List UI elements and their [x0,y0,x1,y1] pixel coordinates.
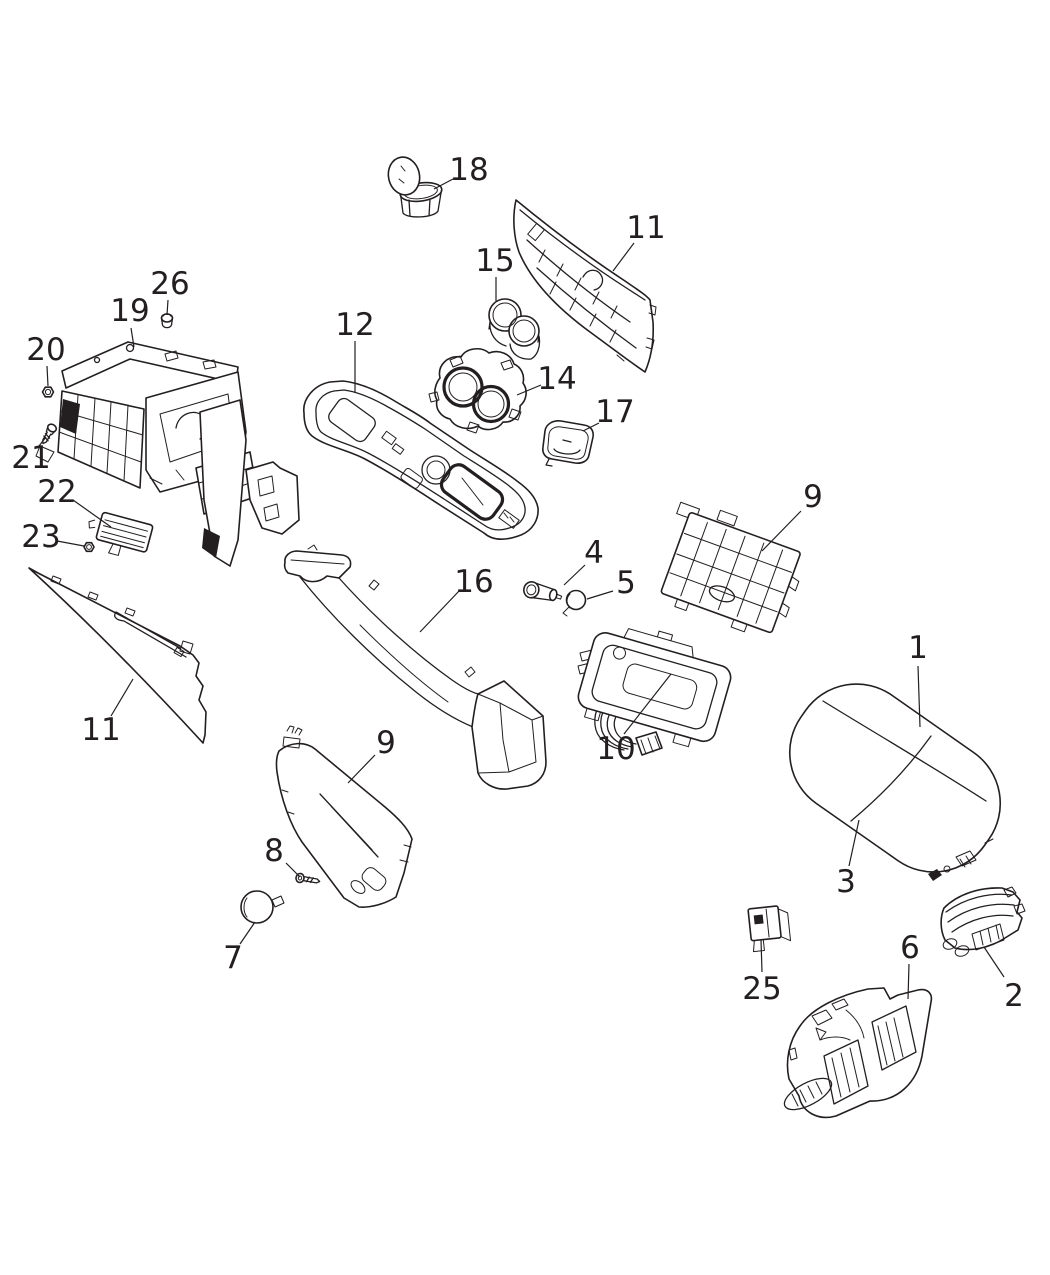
part-outlet-cap [562,589,587,617]
callout-leader-26 [166,299,169,316]
callout-leader-19 [130,327,135,348]
callout-leader-4 [563,564,586,586]
callout-leader-16 [419,589,461,633]
callout-11: 11 [81,712,120,748]
part-screw-8 [295,872,321,884]
callout-16: 16 [454,564,493,600]
callout-leader-7 [239,921,256,945]
callout-7: 7 [223,940,243,976]
callout-9: 9 [376,725,396,761]
callout-leader-6 [907,963,910,1000]
callout-20: 20 [26,332,65,368]
callout-18: 18 [449,152,488,188]
part-storage-bin [577,628,732,756]
callout-leader-9 [761,510,802,552]
callout-leader-10 [623,673,672,735]
part-rear-console-cover [783,987,933,1119]
callout-leader-8 [285,862,301,878]
callout-15: 15 [475,243,514,279]
callout-12: 12 [335,307,374,343]
part-console-side-trim [28,567,207,744]
callout-leader-3 [848,819,860,867]
callout-leader-5 [586,590,614,600]
callout-11: 11 [626,210,665,246]
part-hinge-bracket [940,886,1026,957]
part-bracket-plate [88,511,154,556]
callout-21: 21 [11,440,50,476]
part-nut-20 [41,386,55,398]
part-plug-cap [240,890,285,924]
callout-leader-14 [516,384,542,396]
callout-leader-11 [110,678,134,717]
part-console-bin [542,420,594,467]
callout-22: 22 [37,474,76,510]
part-console-frame [35,341,300,567]
part-console-side-panel-left [275,725,413,908]
callout-leader-1 [917,665,921,728]
part-console-side-panel-right [660,501,801,634]
callout-25: 25 [742,971,781,1007]
callout-14: 14 [537,361,576,397]
callout-leader-22 [72,499,112,528]
callout-leader-17 [582,422,600,432]
part-cupholder-liner [488,298,541,360]
callout-leader-18 [433,178,454,190]
callout-8: 8 [264,833,284,869]
part-cupholder-assembly [428,348,527,434]
callout-2: 2 [1004,978,1024,1014]
part-floor-duct [283,544,547,790]
callout-leader-11 [612,242,635,272]
callout-4: 4 [584,535,604,571]
callout-19: 19 [110,293,149,329]
part-screw-21 [42,423,58,445]
part-armrest-lid [788,683,1002,881]
callout-leader-9 [347,754,376,784]
callout-leader-23 [56,540,85,547]
part-power-outlet [523,581,563,602]
callout-3: 3 [836,864,856,900]
part-console-top-bezel [303,380,539,541]
callout-leader-21 [38,436,47,447]
callout-leader-25 [760,939,763,973]
part-latch-striker [747,905,792,953]
callout-leader-20 [46,365,49,387]
callout-10: 10 [596,731,635,767]
callout-6: 6 [900,930,920,966]
callout-26: 26 [150,266,189,302]
callout-1: 1 [908,630,928,666]
callout-5: 5 [616,565,636,601]
part-ashtray [387,156,443,218]
callout-9: 9 [803,479,823,515]
part-screw-26 [160,313,174,329]
part-nut-23 [83,541,95,553]
part-console-rear-panel [513,199,657,373]
callout-17: 17 [595,394,634,430]
callout-leader-2 [983,946,1005,978]
callout-23: 23 [21,519,60,555]
